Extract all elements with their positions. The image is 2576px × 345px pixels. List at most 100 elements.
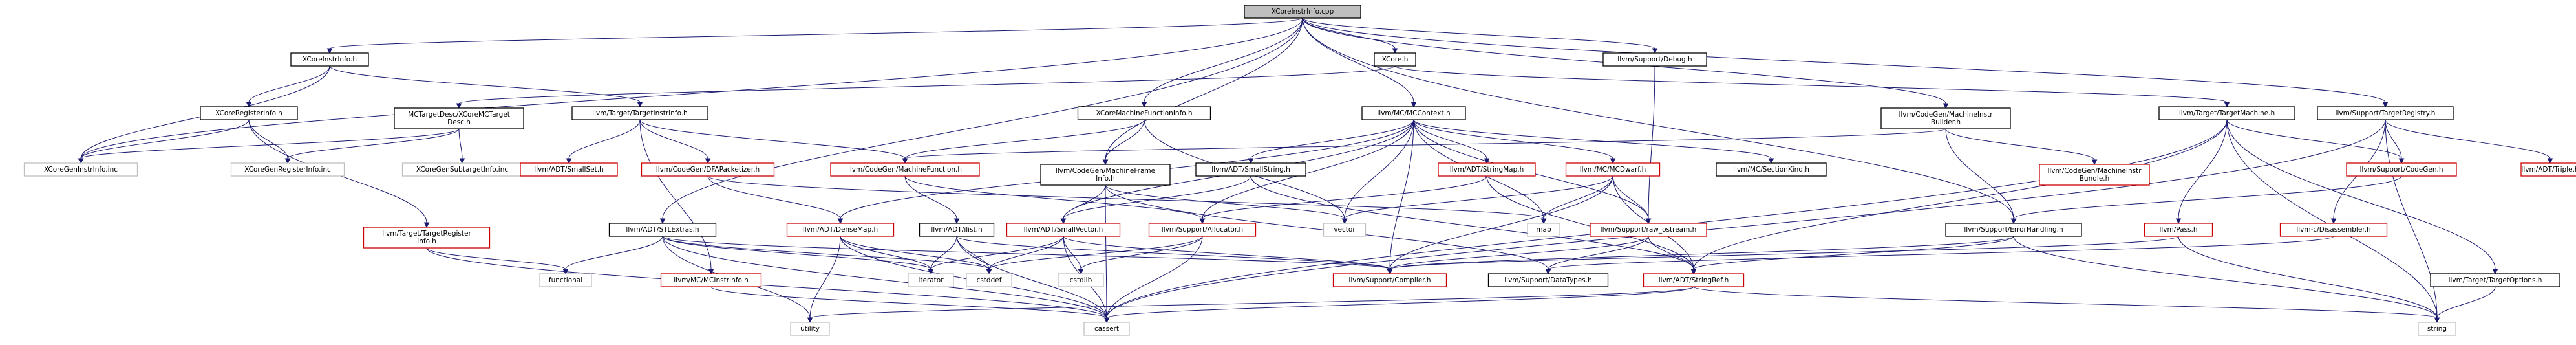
node-label: XCoreRegisterInfo.h <box>215 109 282 117</box>
node-support-codegen[interactable]: llvm/Support/CodeGen.h <box>2346 162 2457 177</box>
edge-line <box>1693 119 2228 270</box>
node-targetinstrinfo[interactable]: llvm/Target/TargetInstrInfo.h <box>571 106 708 120</box>
node-vector[interactable]: vector <box>1323 223 1367 237</box>
edge-line <box>904 128 1946 159</box>
node-ilist[interactable]: llvm/ADT/ilist.h <box>919 223 995 237</box>
node-label: Builder.h <box>1931 118 1961 126</box>
node-root: XCoreInstrInfo.cpp <box>1244 5 1361 19</box>
edge-line <box>662 236 931 270</box>
node-targetregistry[interactable]: llvm/Support/TargetRegistry.h <box>2317 106 2454 120</box>
edge-densemap-to-iterator <box>840 236 934 275</box>
node-smallvector[interactable]: llvm/ADT/SmallVector.h <box>1006 223 1121 237</box>
edge-line <box>80 17 1303 159</box>
node-dfapacketizer[interactable]: llvm/CodeGen/DFAPacketizer.h <box>641 162 775 177</box>
edge-line <box>1144 17 1303 103</box>
node-functional[interactable]: functional <box>539 273 592 287</box>
edge-xcore_h-to-targetmachine <box>1394 65 2230 108</box>
node-errorhandling[interactable]: llvm/Support/ErrorHandling.h <box>1945 223 2082 237</box>
edge-line <box>956 236 1107 318</box>
node-cassert[interactable]: cassert <box>1083 322 1130 336</box>
node-box <box>790 322 830 336</box>
edge-line <box>662 17 1303 219</box>
node-stringref[interactable]: llvm/ADT/StringRef.h <box>1643 273 1745 287</box>
node-cstdlib[interactable]: cstdlib <box>1058 273 1104 287</box>
edge-line <box>1389 236 2014 270</box>
edge-line <box>80 119 250 159</box>
edge-mib-to-mibundle <box>1945 128 2098 166</box>
node-mcdwarf[interactable]: llvm/MC/MCDwarf.h <box>1565 162 1661 177</box>
edge-arrowhead <box>456 103 462 109</box>
node-label: llvm/Support/Debug.h <box>1617 56 1692 63</box>
node-box <box>2158 106 2295 120</box>
edge-arrowhead <box>953 218 960 225</box>
node-compiler[interactable]: llvm/Support/Compiler.h <box>1332 273 1447 287</box>
node-stlextras[interactable]: llvm/ADT/STLExtras.h <box>608 223 717 237</box>
node-targetoptions[interactable]: llvm/Target/TargetOptions.h <box>2430 273 2560 287</box>
node-smallstring[interactable]: llvm/ADT/SmallString.h <box>1195 162 1306 177</box>
node-box <box>394 107 524 129</box>
node-box <box>2520 162 2576 177</box>
edge-mcdwarf-to-map <box>1540 175 1613 225</box>
node-smallset[interactable]: llvm/ADT/SmallSet.h <box>520 162 618 177</box>
edge-line <box>840 236 931 270</box>
node-box <box>1195 162 1306 177</box>
node-allocator[interactable]: llvm/Support/Allocator.h <box>1148 223 1257 237</box>
node-box <box>1880 107 2011 129</box>
node-iterator[interactable]: iterator <box>908 273 954 287</box>
edge-line <box>287 128 460 159</box>
node-mcinstrinfo[interactable]: llvm/MC/MCInstrInfo.h <box>660 273 762 287</box>
node-label: llvm/Support/Compiler.h <box>1348 276 1431 284</box>
node-xcoregeninstrinfo[interactable]: XCoreGenInstrInfo.inc <box>23 162 138 177</box>
node-sectionkind[interactable]: llvm/MC/SectionKind.h <box>1716 162 1827 177</box>
node-box <box>2039 164 2150 186</box>
node-label: llvm/ADT/SmallString.h <box>1211 166 1290 173</box>
node-box <box>2430 273 2560 287</box>
node-triple[interactable]: llvm/ADT/Triple.h <box>2520 162 2576 177</box>
node-debug[interactable]: llvm/Support/Debug.h <box>1602 52 1707 67</box>
node-datatypes[interactable]: llvm/Support/DataTypes.h <box>1487 273 1609 287</box>
edge-targetinstrinfo-to-mcinstrinfo <box>639 119 714 275</box>
edge-mctargetdesc-to-xcoregenreginfo <box>284 128 460 164</box>
edge-targetregistry-to-cassert <box>1103 119 2386 324</box>
edge-line <box>2436 286 2496 318</box>
node-mccontext[interactable]: llvm/MC/MCContext.h <box>1361 106 1466 120</box>
node-xcoremfi[interactable]: XCoreMachineFunctionInfo.h <box>1077 106 1211 120</box>
edge-line <box>458 128 463 159</box>
node-disassembler[interactable]: llvm-c/Disassembler.h <box>2279 223 2388 237</box>
node-string[interactable]: string <box>2418 322 2456 336</box>
edge-arrowhead <box>837 218 844 225</box>
node-utility[interactable]: utility <box>790 322 830 336</box>
node-xcoregensubtarget[interactable]: XCoreGenSubtargetInfo.inc <box>401 162 523 177</box>
node-map[interactable]: map <box>1527 223 1560 237</box>
edge-root-to-targetregistry <box>1302 17 2389 108</box>
node-stringmap[interactable]: llvm/ADT/StringMap.h <box>1438 162 1536 177</box>
edge-arrowhead <box>659 218 666 225</box>
edges-layer <box>78 17 2553 324</box>
edge-arrowhead <box>2330 218 2337 225</box>
edge-allocator-to-cstddef <box>986 236 1203 275</box>
node-xcoreregisterinfo[interactable]: XCoreRegisterInfo.h <box>200 106 298 120</box>
edge-arrowhead <box>566 158 572 164</box>
node-machinefunction[interactable]: llvm/CodeGen/MachineFunction.h <box>830 162 980 177</box>
node-xcoregenreginfo[interactable]: XCoreGenRegisterInfo.inc <box>230 162 345 177</box>
edge-targetinstrinfo-to-dfapacketizer <box>639 119 711 164</box>
node-densemap[interactable]: llvm/ADT/DenseMap.h <box>786 223 895 237</box>
edge-root-to-stlextras <box>659 17 1303 225</box>
edge-arrowhead <box>2434 317 2440 324</box>
node-box <box>786 223 895 237</box>
node-pass[interactable]: llvm/Pass.h <box>2144 223 2213 237</box>
node-cstddef[interactable]: cstddef <box>966 273 1012 287</box>
node-raw-ostream[interactable]: llvm/Support/raw_ostream.h <box>1590 223 1707 237</box>
node-label: XCoreGenInstrInfo.inc <box>44 166 118 173</box>
node-targetmachine[interactable]: llvm/Target/TargetMachine.h <box>2158 106 2295 120</box>
node-xcore-h[interactable]: XCore.h <box>1374 52 1416 67</box>
edge-smallvector-to-compiler <box>1063 236 1393 275</box>
edge-line <box>662 236 1390 270</box>
node-xcoreinstrinfo-h[interactable]: XCoreInstrInfo.h <box>290 52 369 67</box>
edge-line <box>1548 236 2334 270</box>
